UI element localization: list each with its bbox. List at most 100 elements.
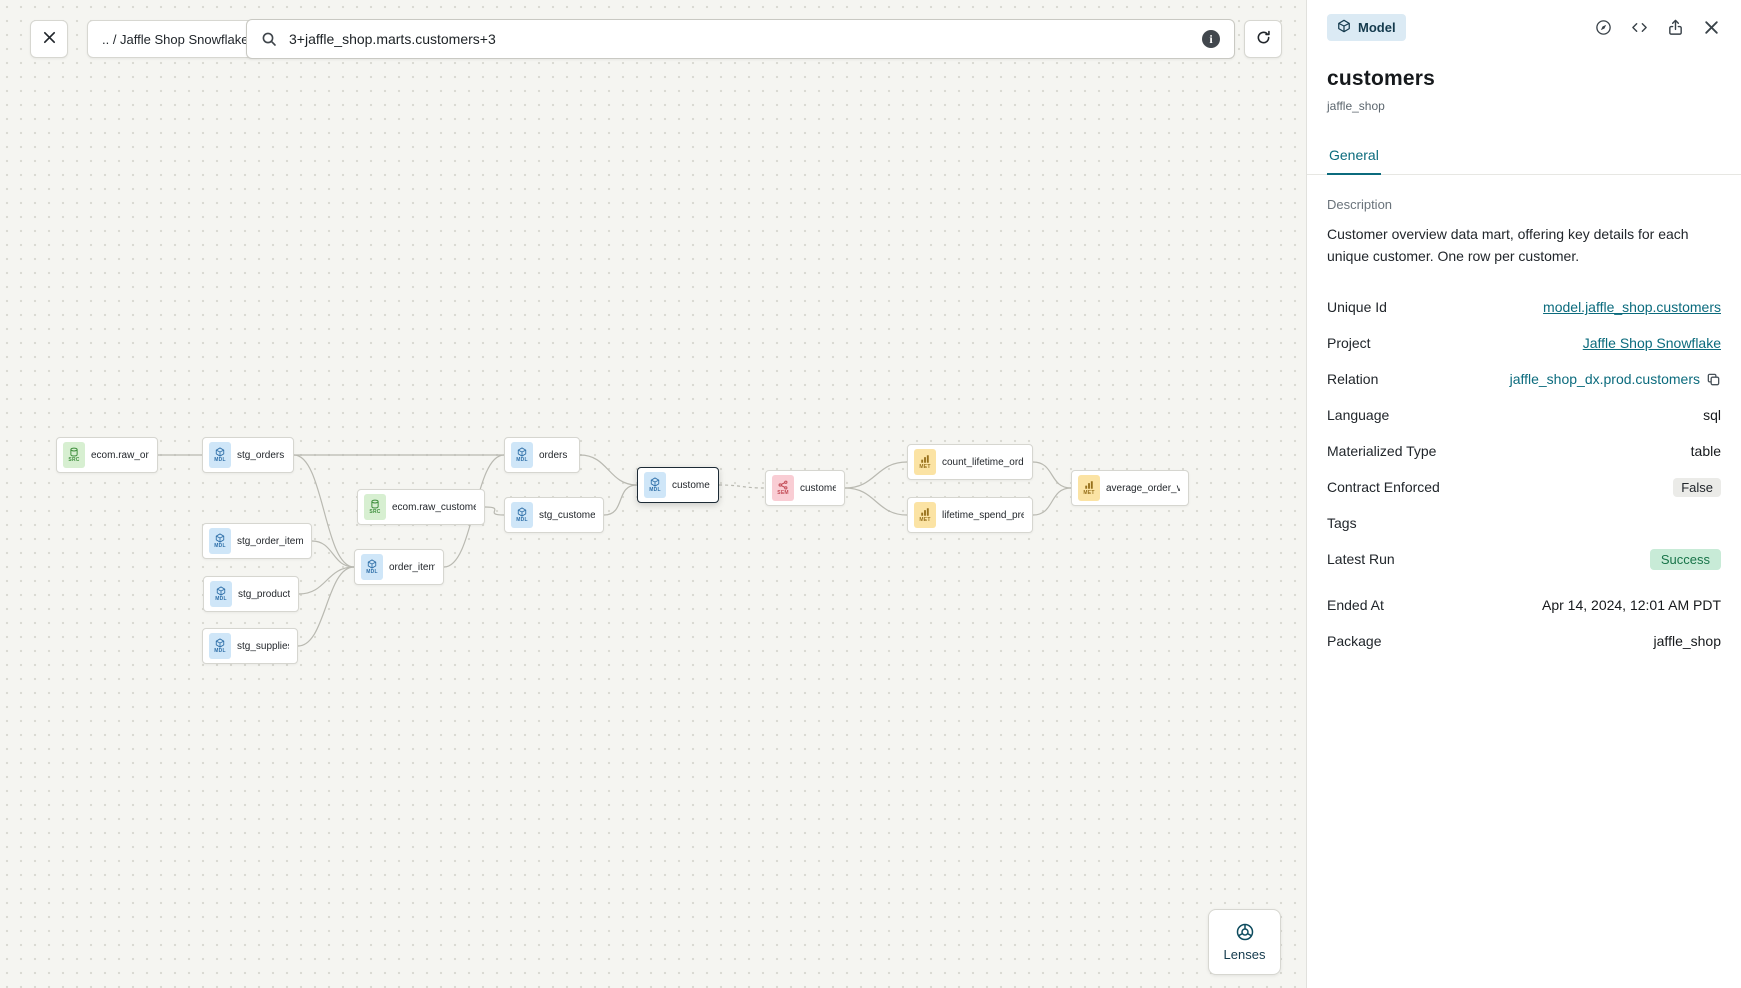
node-label: stg_supplies — [237, 640, 289, 652]
edge-customers_sem-to-count_lifetime_orders — [844, 461, 908, 489]
node-label: average_order_value — [1106, 482, 1180, 494]
field-row-language: Language sql — [1327, 397, 1721, 433]
breadcrumb[interactable]: .. / Jaffle Shop Snowflake — [87, 20, 264, 58]
edge-stg_supplies-to-order_items — [297, 566, 355, 647]
metric-chart-icon: MET — [1078, 475, 1100, 501]
edge-stg_order_items-to-order_items — [311, 540, 355, 568]
code-icon[interactable] — [1629, 18, 1649, 38]
field-label: Relation — [1327, 371, 1379, 388]
lineage-canvas[interactable]: .. / Jaffle Shop Snowflake Lenses SRC eco… — [0, 0, 1306, 988]
close-icon — [42, 30, 57, 48]
page-title: customers — [1327, 67, 1436, 90]
node-label: stg_customers — [539, 509, 595, 521]
contract-enforced-badge: False — [1673, 477, 1721, 497]
node-average_order_value[interactable]: MET average_order_value — [1071, 470, 1189, 506]
metric-chart-icon: MET — [914, 449, 936, 475]
field-row-package: Package jaffle_shop — [1327, 623, 1721, 659]
refresh-button[interactable] — [1244, 20, 1282, 58]
field-value: Apr 14, 2024, 12:01 AM PDT — [1542, 597, 1721, 614]
node-label: customers — [800, 482, 836, 494]
node-customers_model[interactable]: MDL customers — [637, 467, 719, 503]
edge-orders-to-customers_model — [579, 454, 638, 486]
node-label: lifetime_spend_pretax — [942, 509, 1024, 521]
resource-type-label: Model — [1358, 20, 1396, 35]
close-panel-button[interactable] — [1701, 18, 1721, 38]
page-subtitle: jaffle_shop — [1327, 99, 1385, 113]
field-value: Success — [1649, 548, 1721, 570]
close-lineage-button[interactable] — [30, 20, 68, 58]
node-label: count_lifetime_orders — [942, 456, 1024, 468]
unique-id-link[interactable]: model.jaffle_shop.customers — [1543, 299, 1721, 316]
database-icon: SRC — [63, 442, 85, 468]
metric-chart-icon: MET — [914, 502, 936, 528]
cube-icon: MDL — [209, 528, 231, 554]
node-lifetime_spend_pretax[interactable]: MET lifetime_spend_pretax — [907, 497, 1033, 533]
lineage-search[interactable] — [246, 19, 1235, 59]
node-stg_supplies[interactable]: MDL stg_supplies — [202, 628, 298, 664]
field-row-tags: Tags — [1327, 505, 1721, 541]
field-label: Tags — [1327, 515, 1357, 532]
lenses-icon — [1235, 922, 1255, 942]
cube-icon: MDL — [361, 554, 383, 580]
field-label: Materialized Type — [1327, 443, 1437, 460]
field-row-project: Project Jaffle Shop Snowflake — [1327, 325, 1721, 361]
description-text: Customer overview data mart, offering ke… — [1327, 226, 1689, 264]
panel-header: Model customers jaffle_shop — [1307, 0, 1741, 113]
field-row-ended-at: Ended At Apr 14, 2024, 12:01 AM PDT — [1327, 587, 1721, 623]
field-row-contract-enforced: Contract Enforced False — [1327, 469, 1721, 505]
node-label: stg_orders — [237, 449, 285, 461]
node-label: ecom.raw_orders — [91, 449, 149, 461]
lenses-button[interactable]: Lenses — [1208, 909, 1281, 975]
model-cube-icon — [1337, 19, 1351, 36]
breadcrumb-label: .. / Jaffle Shop Snowflake — [102, 31, 249, 47]
field-row-latest-run: Latest Run Success — [1327, 541, 1721, 577]
field-label: Latest Run — [1327, 551, 1395, 568]
lenses-label: Lenses — [1223, 947, 1266, 962]
edge-customers_sem-to-lifetime_spend_pretax — [844, 487, 908, 516]
node-order_items[interactable]: MDL order_items — [354, 549, 444, 585]
field-label: Unique Id — [1327, 299, 1387, 316]
node-ecom_raw_customers[interactable]: SRC ecom.raw_customers — [357, 489, 485, 525]
node-label: ecom.raw_customers — [392, 501, 476, 513]
edge-count_lifetime_orders-to-average_order_value — [1032, 461, 1072, 489]
field-value: model.jaffle_shop.customers — [1543, 299, 1721, 315]
cube-icon: MDL — [511, 442, 533, 468]
node-label: order_items — [389, 561, 435, 573]
edge-customers_model-to-customers_sem — [718, 484, 766, 489]
panel-body: Description Customer overview data mart,… — [1307, 175, 1741, 681]
database-icon: SRC — [364, 494, 386, 520]
explore-lineage-icon[interactable] — [1593, 18, 1613, 38]
cube-icon: MDL — [644, 472, 666, 498]
description-label: Description — [1327, 197, 1393, 212]
project-link[interactable]: Jaffle Shop Snowflake — [1582, 335, 1721, 352]
node-stg_customers[interactable]: MDL stg_customers — [504, 497, 604, 533]
share-icon[interactable] — [1665, 18, 1685, 38]
field-label: Project — [1327, 335, 1371, 352]
edge-ecom_raw_customers-to-stg_customers — [484, 506, 505, 516]
info-icon[interactable] — [1202, 30, 1220, 48]
field-list: Unique Id model.jaffle_shop.customers Pr… — [1327, 289, 1721, 659]
search-icon — [261, 31, 277, 47]
edge-stg_products-to-order_items — [298, 566, 355, 595]
node-label: customers — [672, 479, 710, 491]
field-label: Contract Enforced — [1327, 479, 1440, 496]
node-customers_sem[interactable]: SEM customers — [765, 470, 845, 506]
search-input[interactable] — [287, 30, 1192, 48]
details-panel: Model customers jaffle_shop General — [1306, 0, 1741, 988]
node-stg_order_items[interactable]: MDL stg_order_items — [202, 523, 312, 559]
node-orders[interactable]: MDL orders — [504, 437, 580, 473]
copy-icon[interactable] — [1706, 372, 1721, 387]
cube-icon: MDL — [209, 633, 231, 659]
node-ecom_raw_orders[interactable]: SRC ecom.raw_orders — [56, 437, 158, 473]
node-label: stg_order_items — [237, 535, 303, 547]
node-label: orders — [539, 449, 568, 461]
field-value: sql — [1703, 407, 1721, 424]
node-count_lifetime_orders[interactable]: MET count_lifetime_orders — [907, 444, 1033, 480]
cube-icon: MDL — [511, 502, 533, 528]
field-value: jaffle_shop — [1653, 633, 1721, 650]
semantic-graph-icon: SEM — [772, 475, 794, 501]
tab-general[interactable]: General — [1327, 139, 1381, 175]
field-row-unique-id: Unique Id model.jaffle_shop.customers — [1327, 289, 1721, 325]
